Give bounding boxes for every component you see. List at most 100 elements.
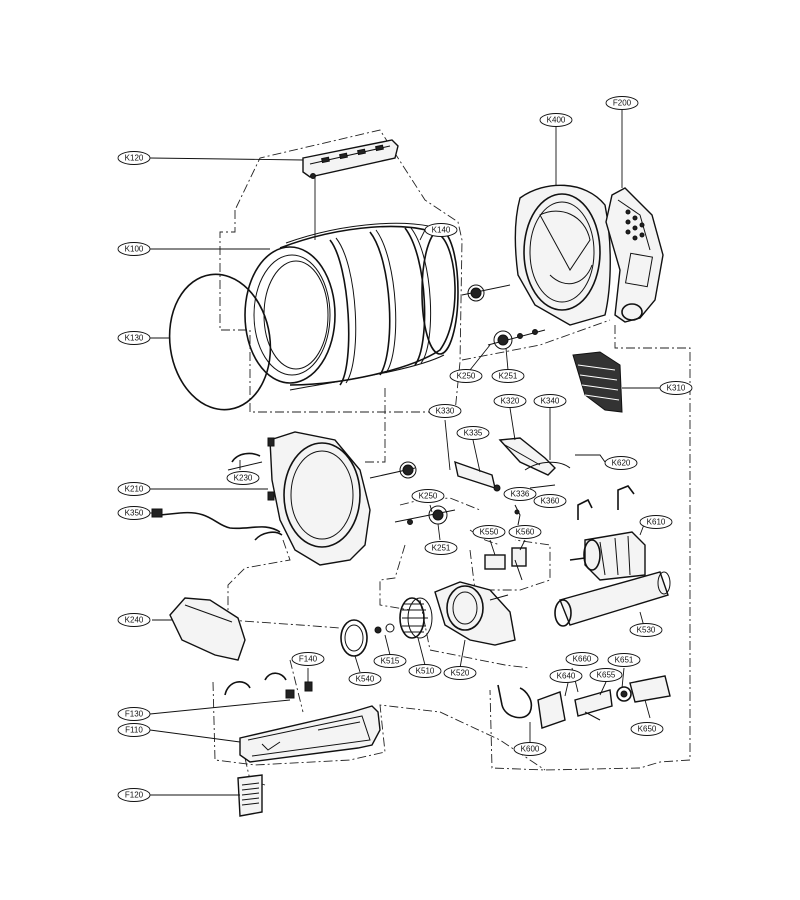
svg-text:K240: K240 [125, 616, 144, 625]
callout-K620: K620 [604, 456, 638, 470]
svg-text:K250: K250 [457, 372, 476, 381]
svg-text:K100: K100 [125, 245, 144, 254]
callout-K100: K100 [117, 242, 151, 256]
svg-text:K330: K330 [436, 407, 455, 416]
callout-K560: K560 [508, 525, 542, 539]
svg-text:K650: K650 [638, 725, 657, 734]
callout-K251-front: K251 [424, 541, 458, 555]
svg-text:K560: K560 [516, 528, 535, 537]
svg-text:K120: K120 [125, 154, 144, 163]
callout-K350: K350 [117, 506, 151, 520]
svg-text:K230: K230 [234, 474, 253, 483]
svg-text:K610: K610 [647, 518, 666, 527]
svg-text:F200: F200 [613, 99, 632, 108]
callout-K120: K120 [117, 151, 151, 165]
svg-text:K250: K250 [419, 492, 438, 501]
svg-text:K651: K651 [615, 656, 634, 665]
callout-K530: K530 [629, 623, 663, 637]
lint-duct [152, 597, 246, 661]
callout-K210: K210 [117, 482, 151, 496]
svg-text:K340: K340 [541, 397, 560, 406]
callout-K640: K640 [549, 669, 583, 683]
motor-mount-assembly [497, 667, 671, 742]
svg-text:K540: K540 [356, 675, 375, 684]
control-panel [605, 110, 664, 323]
callout-K550: K550 [472, 525, 506, 539]
svg-text:K530: K530 [637, 626, 656, 635]
callout-K655: K655 [589, 668, 623, 682]
callout-K520: K520 [443, 666, 477, 680]
callout-K130: K130 [117, 331, 151, 345]
svg-text:K140: K140 [432, 226, 451, 235]
svg-text:K251: K251 [432, 544, 451, 553]
callout-K340: K340 [533, 394, 567, 408]
callout-K515: K515 [373, 654, 407, 668]
front-roller-set [369, 461, 456, 541]
impeller-fasteners [340, 619, 395, 673]
svg-text:K515: K515 [381, 657, 400, 666]
callout-K140: K140 [424, 223, 458, 237]
svg-text:K335: K335 [464, 429, 483, 438]
callout-F120: F120 [117, 788, 151, 802]
callout-K610: K610 [639, 515, 673, 529]
callout-K320: K320 [493, 394, 527, 408]
svg-text:K350: K350 [125, 509, 144, 518]
door-switch-harness [150, 508, 283, 541]
callout-K250-rear: K250 [449, 369, 483, 383]
svg-text:K251: K251 [499, 372, 518, 381]
svg-text:F140: F140 [299, 655, 318, 664]
drum-seal-ring [168, 273, 272, 411]
drive-motor [569, 485, 646, 581]
blower-impeller [399, 597, 433, 666]
door-hook [227, 452, 263, 471]
svg-text:K550: K550 [480, 528, 499, 537]
callout-K336: K336 [503, 487, 537, 501]
svg-text:K360: K360 [541, 497, 560, 506]
callout-F110: F110 [117, 723, 151, 737]
callout-F200: F200 [605, 96, 639, 110]
callout-K240: K240 [117, 613, 151, 627]
callout-F130: F130 [117, 707, 151, 721]
callout-K335: K335 [456, 426, 490, 440]
callout-K400: K400 [539, 113, 573, 127]
drum-vent-strip [302, 139, 399, 179]
svg-text:K336: K336 [511, 490, 530, 499]
lint-grill [572, 351, 660, 413]
callout-K360: K360 [533, 494, 567, 508]
callout-F140: F140 [291, 652, 325, 666]
callout-K600: K600 [513, 742, 547, 756]
exhaust-duct-pipe [554, 571, 671, 631]
callout-K250-front: K250 [411, 489, 445, 503]
rear-roller-set [461, 284, 546, 371]
lint-bracket-parts [444, 407, 606, 492]
callout-K251-rear: K251 [491, 369, 525, 383]
callout-K540: K540 [348, 672, 382, 686]
callout-K650: K650 [630, 722, 664, 736]
svg-text:K320: K320 [501, 397, 520, 406]
svg-text:K130: K130 [125, 334, 144, 343]
svg-text:K310: K310 [667, 384, 686, 393]
rear-bulkhead [514, 126, 611, 326]
callout-K651: K651 [607, 653, 641, 667]
drum [244, 176, 459, 391]
thermostat-set [484, 539, 527, 581]
svg-text:K400: K400 [547, 116, 566, 125]
front-bulkhead [150, 431, 371, 566]
callout-K310: K310 [659, 381, 693, 395]
svg-text:K655: K655 [597, 671, 616, 680]
svg-text:K660: K660 [573, 655, 592, 664]
svg-text:K620: K620 [612, 459, 631, 468]
callout-labels: K120 K100 K130 K140 K400 F200 K250 K251 … [117, 96, 693, 802]
callout-K660: K660 [565, 652, 599, 666]
callout-K230: K230 [226, 471, 260, 485]
filter-assembly [149, 668, 381, 817]
svg-text:F130: F130 [125, 710, 144, 719]
svg-text:F120: F120 [125, 791, 144, 800]
svg-text:F110: F110 [125, 726, 143, 735]
svg-text:K210: K210 [125, 485, 144, 494]
callout-K510: K510 [408, 664, 442, 678]
blower-housing [434, 581, 516, 669]
sensor-clip [514, 504, 521, 526]
svg-text:K510: K510 [416, 667, 435, 676]
